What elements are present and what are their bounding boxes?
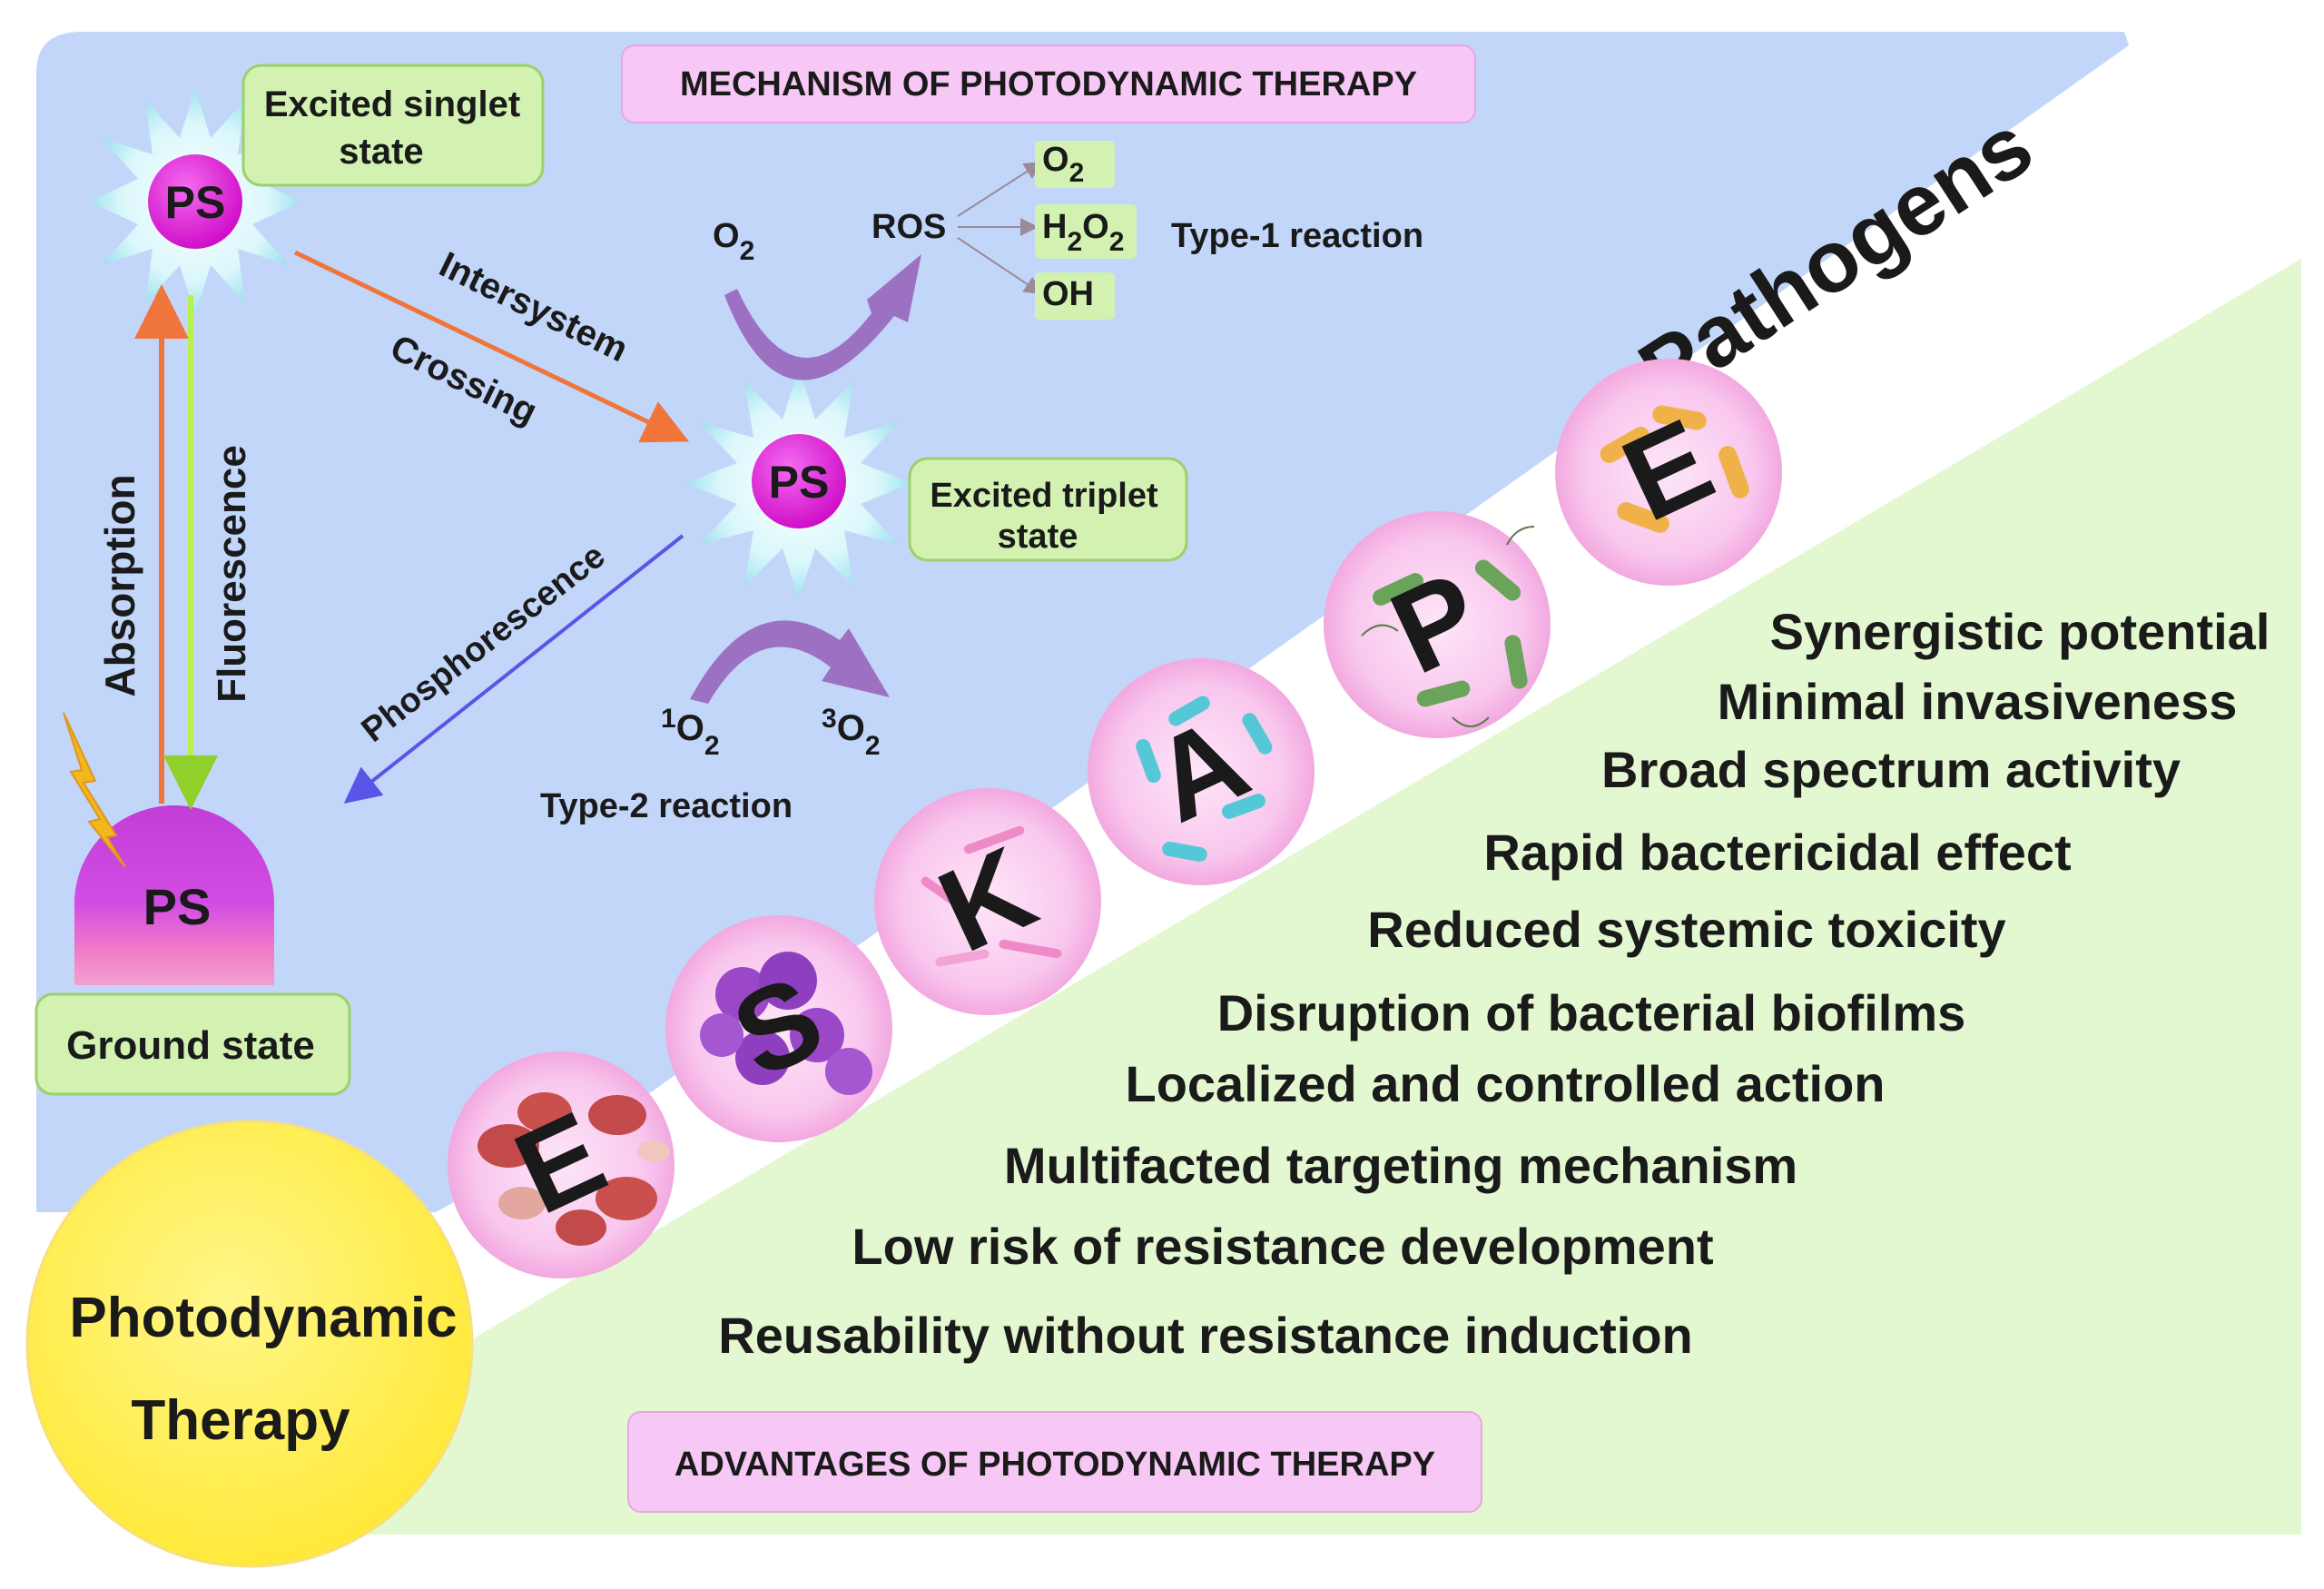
advantage-item: Multifacted targeting mechanism — [1004, 1137, 1797, 1194]
type2-product: 3O2 — [822, 704, 881, 761]
singlet-state-box: Excited singlet state — [241, 64, 545, 187]
center-title-line2: Therapy — [131, 1389, 350, 1452]
triplet-label-line1: Excited triplet — [930, 477, 1158, 515]
advantage-item: Synergistic potential — [1770, 603, 2270, 660]
eskape-k: K — [874, 788, 1101, 1015]
ground-label: Ground state — [66, 1023, 315, 1068]
singlet-label-line1: Excited singlet — [264, 84, 520, 124]
advantage-item: Low risk of resistance development — [852, 1218, 1713, 1275]
advantages-title-box: ADVANTAGES OF PHOTODYNAMIC THERAPY — [627, 1411, 1482, 1513]
ros-to-o2-arrow — [957, 161, 1043, 217]
advantage-item: Disruption of bacterial biofilms — [1217, 984, 1966, 1041]
phosphorescence-arrow — [343, 534, 684, 804]
intersystem-crossing-arrow — [293, 250, 690, 443]
type1-product-h2o2: H2O2 — [1035, 204, 1137, 259]
ps-ground: PS — [74, 805, 274, 985]
advantage-item: Reduced systemic toxicity — [1367, 901, 2005, 958]
type1-reactant: O2 — [713, 217, 754, 266]
type1-product-o2: O2 — [1035, 141, 1115, 188]
eskape-a: A — [1088, 658, 1315, 885]
advantage-item: Reusability without resistance induction — [718, 1307, 1693, 1364]
advantage-item: Rapid bactericidal effect — [1483, 824, 2071, 881]
advantages-title: ADVANTAGES OF PHOTODYNAMIC THERAPY — [675, 1446, 1435, 1484]
type1-curve — [724, 254, 921, 380]
photodynamic-therapy-circle: Photodynamic Therapy — [25, 1120, 474, 1568]
advantages-panel — [272, 259, 2301, 1535]
center-title-line1: Photodynamic — [69, 1287, 457, 1349]
ps-ground-label: PS — [143, 878, 212, 935]
ps-singlet-label: PS — [165, 177, 226, 228]
type2-label: Type-2 reaction — [540, 787, 793, 825]
advantages-list: Synergistic potential Minimal invasivene… — [718, 603, 2270, 1364]
lightning-icon — [63, 712, 126, 868]
ros-label: ROS — [872, 208, 946, 246]
ps-triplet-label: PS — [769, 457, 830, 508]
ps-singlet: PS — [89, 88, 301, 315]
mechanism-panel — [36, 32, 2129, 1212]
advantage-item: Broad spectrum activity — [1601, 741, 2181, 798]
ros-to-oh-arrow — [957, 237, 1043, 295]
ground-state-box: Ground state — [34, 992, 351, 1096]
type1-product-oh: OH — [1035, 272, 1115, 320]
eskape-p: P — [1324, 511, 1551, 738]
triplet-state-box: Excited triplet state — [908, 457, 1188, 562]
eskape-e1: E — [448, 1051, 675, 1278]
fluorescence-label: Fluorescence — [210, 445, 254, 703]
triplet-label-line2: state — [998, 518, 1078, 556]
svg-text:O2: O2 — [1042, 141, 1084, 188]
mechanism-title: MECHANISM OF PHOTODYNAMIC THERAPY — [680, 65, 1417, 104]
singlet-label-line2: state — [339, 132, 423, 172]
advantage-item: Minimal invasiveness — [1718, 673, 2238, 730]
absorption-label: Absorption — [96, 474, 143, 696]
advantage-item: Localized and controlled action — [1126, 1055, 1886, 1112]
ps-triplet: PS — [685, 368, 912, 599]
type2-curve — [690, 620, 890, 704]
eskape-e2: E — [1555, 359, 1782, 586]
mechanism-title-box: MECHANISM OF PHOTODYNAMIC THERAPY — [621, 44, 1476, 123]
svg-text:OH: OH — [1042, 275, 1094, 313]
type1-label: Type-1 reaction — [1171, 217, 1423, 255]
svg-text:H2O2: H2O2 — [1042, 208, 1124, 257]
eskape-s: S — [665, 915, 892, 1142]
type2-reactant: 1O2 — [661, 704, 720, 761]
